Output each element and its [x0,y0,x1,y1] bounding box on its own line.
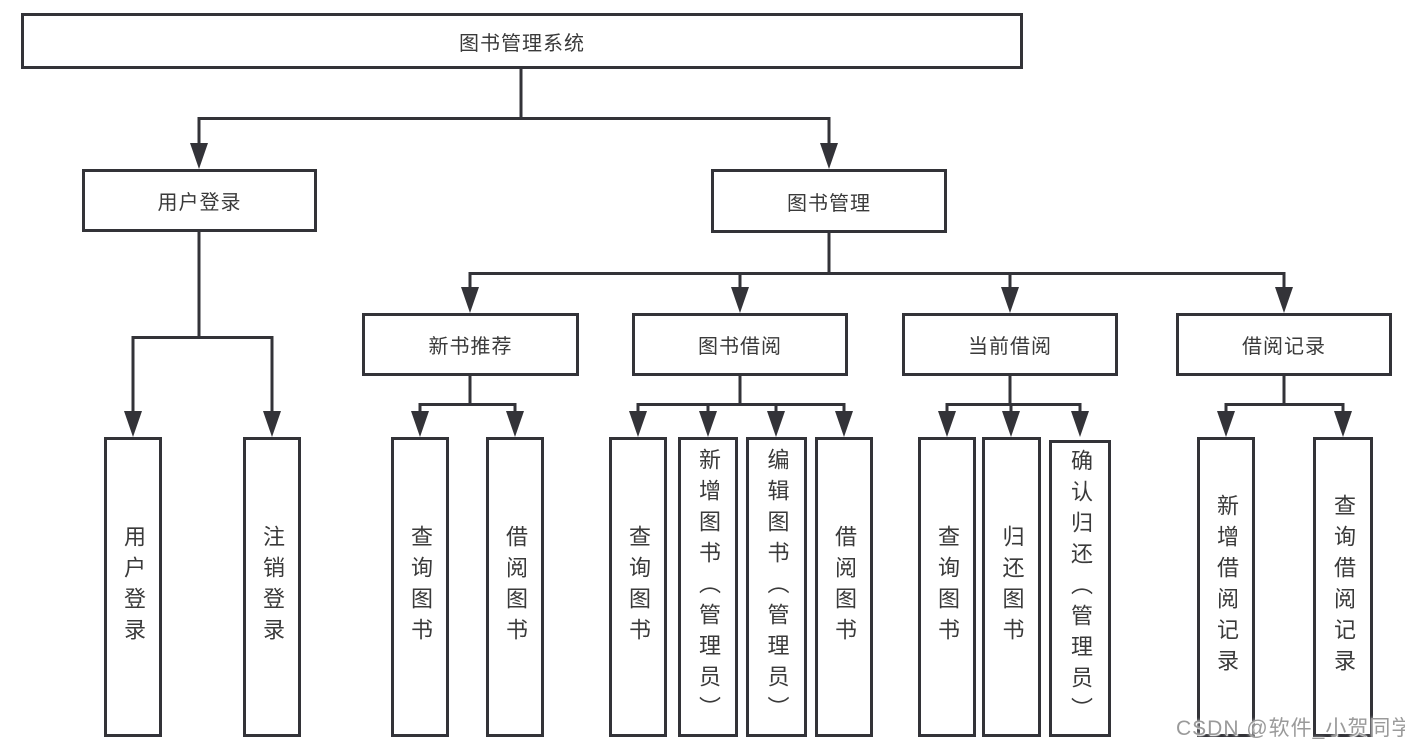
arrowhead-icon [1217,411,1235,437]
leaf-label: 新增图书（管理员） [696,447,721,727]
node-library-management-system: 图书管理系统 [21,13,1023,69]
arrowhead-icon [411,411,429,437]
node-label: 用户登录 [157,192,242,214]
leaf-label: 查询图书 [408,525,433,649]
arrowhead-icon [1001,287,1019,313]
node-current-borrowing: 当前借阅 [902,313,1118,376]
node-label: 借阅记录 [1242,336,1326,358]
csdn-watermark: CSDN @软件_小贺同学 [1176,717,1405,740]
leaf-current-return-books: 归还图书 [982,437,1041,737]
node-new-book-recommendation: 新书推荐 [362,313,579,376]
leaf-label: 借阅图书 [832,525,857,649]
leaf-records-add-borrow-record: 新增借阅记录 [1197,437,1255,737]
leaf-current-confirm-return-admin: 确认归还（管理员） [1049,440,1111,737]
leaf-label: 用户登录 [121,525,146,649]
leaf-label: 新增借阅记录 [1214,494,1239,680]
leaf-label: 编辑图书（管理员） [764,447,790,727]
node-label: 图书管理 [787,192,871,215]
arrowhead-icon [767,411,785,437]
node-label: 图书借阅 [698,336,782,358]
leaf-label: 确认归还（管理员） [1068,449,1093,728]
arrowhead-icon [124,411,142,437]
arrowhead-icon [1002,411,1020,437]
leaf-records-query-borrow-record: 查询借阅记录 [1313,437,1373,737]
arrowhead-icon [263,411,281,437]
arrowhead-icon [731,287,749,313]
node-label: 新书推荐 [428,336,513,358]
node-label: 图书管理系统 [459,32,585,55]
node-book-borrowing: 图书借阅 [632,313,848,376]
leaf-borrow-query-books: 查询图书 [609,437,667,737]
leaf-borrow-edit-books-admin: 编辑图书（管理员） [746,437,807,737]
arrowhead-icon [1275,287,1293,313]
arrowhead-icon [820,143,838,169]
node-borrowing-records: 借阅记录 [1176,313,1392,376]
node-label: 当前借阅 [968,336,1052,358]
arrowhead-icon [461,287,479,313]
node-book-management: 图书管理 [711,169,947,233]
arrowhead-icon [190,143,208,169]
arrowhead-icon [835,411,853,437]
arrowhead-icon [938,411,956,437]
leaf-logout-login: 注销登录 [243,437,301,737]
leaf-current-query-books: 查询图书 [918,437,976,737]
leaf-label: 归还图书 [999,525,1025,649]
node-user-login: 用户登录 [82,169,317,232]
leaf-label: 借阅图书 [503,525,528,649]
leaf-label: 查询图书 [935,525,960,649]
arrowhead-icon [506,411,524,437]
arrowhead-icon [699,411,717,437]
arrowhead-icon [629,411,647,437]
leaf-borrow-borrow-books: 借阅图书 [815,437,873,737]
arrowhead-icon [1071,411,1089,437]
leaf-recommend-borrow-books: 借阅图书 [486,437,544,737]
arrowhead-icon [1334,411,1352,437]
leaf-user-login: 用户登录 [104,437,162,737]
leaf-label: 查询图书 [626,525,651,649]
leaf-recommend-query-books: 查询图书 [391,437,449,737]
leaf-label: 注销登录 [260,525,285,649]
leaf-borrow-add-books-admin: 新增图书（管理员） [678,437,738,737]
leaf-label: 查询借阅记录 [1331,494,1356,680]
